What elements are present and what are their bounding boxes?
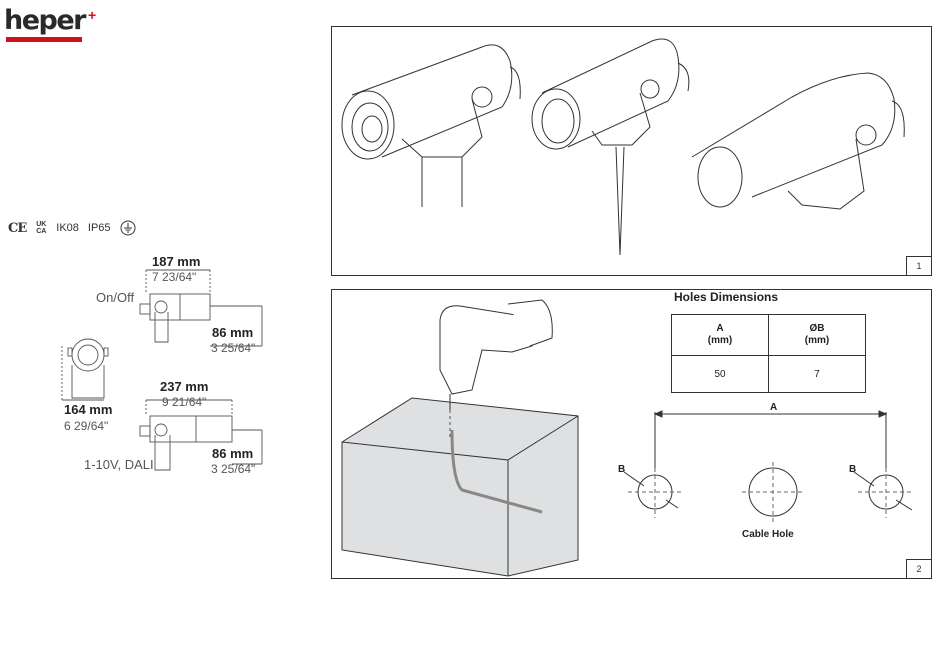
logo-plus-icon: +: [88, 8, 96, 22]
spot-snoot-illustration: [692, 73, 904, 209]
logo-underline: [6, 37, 82, 42]
ip-rating: IP65: [88, 222, 111, 234]
ik-rating: IK08: [56, 222, 79, 234]
header-b: ØB (mm): [769, 315, 866, 356]
onoff-width-in: 7 23/64": [152, 270, 196, 284]
dali-width-mm: 237 mm: [160, 379, 208, 394]
cable-hole-label: Cable Hole: [742, 529, 794, 540]
onoff-height-mm: 86 mm: [212, 325, 253, 340]
dali-label: 1-10V, DALI: [84, 457, 154, 472]
side-height-mm: 164 mm: [64, 402, 112, 417]
onoff-height-in: 3 25/64": [211, 341, 255, 355]
spot-spike-illustration: [532, 39, 689, 255]
side-height-in: 6 29/64": [64, 419, 108, 433]
holes-dimensions-table: A (mm) ØB (mm) 50 7: [671, 314, 866, 393]
value-b: 7: [769, 356, 866, 393]
drill-illustration: [440, 300, 552, 410]
brand-logo: heper +: [4, 6, 104, 42]
holes-dimensions-title: Holes Dimensions: [674, 290, 778, 304]
dali-height-in: 3 25/64": [211, 462, 255, 476]
panel-number: 2: [906, 559, 931, 578]
dimension-label-b-left: B: [618, 464, 625, 475]
product-variants-panel: 1: [331, 26, 932, 276]
value-a: 50: [672, 356, 769, 393]
installation-panel: A B B Cable Hole Holes Dimensions A (mm)…: [331, 289, 932, 579]
spot-base-illustration: [342, 45, 520, 207]
panel-number: 1: [906, 256, 931, 275]
dali-height-mm: 86 mm: [212, 446, 253, 461]
onoff-width-mm: 187 mm: [152, 254, 200, 269]
product-illustrations: [332, 27, 931, 275]
dali-width-in: 9 21/64": [162, 395, 206, 409]
dimension-label-a: A: [770, 402, 777, 413]
table-row: 50 7: [672, 356, 866, 393]
table-header-row: A (mm) ØB (mm): [672, 315, 866, 356]
logo-wordmark: heper: [4, 6, 85, 36]
ce-mark: CE: [8, 221, 26, 236]
dimension-label-b-right: B: [849, 464, 856, 475]
header-a: A (mm): [672, 315, 769, 356]
onoff-label: On/Off: [96, 290, 134, 305]
ground-symbol-icon: [120, 220, 136, 236]
